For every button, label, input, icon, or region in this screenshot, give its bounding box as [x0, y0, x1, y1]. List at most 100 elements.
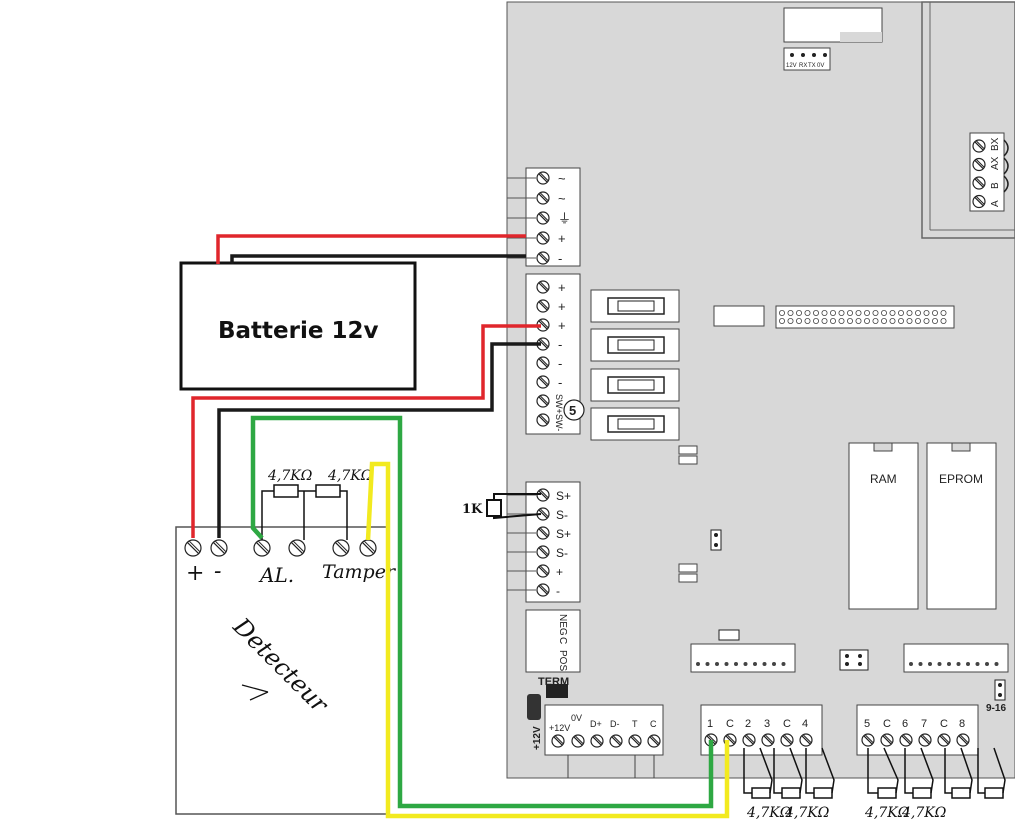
bus-terminal-screw-5: [628, 734, 642, 748]
enclosure-section: [921, 1, 1015, 239]
keypad-connector-1: [690, 643, 796, 673]
bus-terminal-screw-4: [609, 734, 623, 748]
aux-terminal-screw-6: [536, 375, 550, 389]
zones-b-screw-1: [861, 733, 875, 747]
serial-header-label-tx: TX: [808, 63, 816, 69]
siren-terminal-label-2: S-: [556, 508, 568, 522]
jumper-9-16-label: 9-16: [986, 703, 1006, 714]
detector-terminal-screw-4: [288, 539, 306, 557]
siren-terminal-screw-6: [536, 583, 550, 597]
zones-b-screw-5: [937, 733, 951, 747]
zones-b-screw-6: [956, 733, 970, 747]
detector-label-minus: -: [214, 559, 221, 584]
battery-label: Batterie 12v: [218, 318, 378, 344]
power-terminal-screw-4: [536, 231, 550, 245]
keypad-connector-2: [903, 643, 1009, 673]
serial-header-pins: [790, 53, 827, 57]
power-terminal-block: [525, 167, 581, 267]
zones-a-terminal-block: [700, 704, 823, 756]
bus-label-plus12v-vertical: +12V: [532, 726, 543, 750]
zones-b-label-6: 8: [959, 718, 965, 730]
siren-terminal-label-4: S-: [556, 546, 568, 560]
abx-terminal-screw-1: [972, 139, 986, 153]
red-wire-detector: [191, 324, 541, 538]
zones-a-label-5: C: [783, 718, 791, 730]
zones-a-screw-3: [742, 733, 756, 747]
pin-header-40: [775, 305, 955, 329]
bus-label-dplus: D+: [590, 719, 602, 729]
power-terminal-label-2: ~: [558, 191, 566, 206]
zones-b-label-3: 6: [902, 718, 908, 730]
aux-terminal-screw-2: [536, 299, 550, 313]
bus-label-dminus: D-: [610, 719, 620, 729]
bus-terminal-screw-2: [571, 734, 585, 748]
power-terminal-label-1: ~: [558, 171, 566, 186]
eprom-chip: [926, 442, 997, 610]
plus12v-tab: [527, 694, 541, 720]
zone-resistor-label-2: 4,7KΩ: [784, 805, 830, 819]
zone-resistor-4: [867, 747, 899, 799]
zones-a-label-3: 2: [745, 718, 751, 730]
zones-b-screw-2: [880, 733, 894, 747]
zones-b-label-4: 7: [921, 718, 927, 730]
fuse-holder-4: [590, 407, 680, 441]
ram-chip: [848, 442, 919, 610]
aux-terminal-screw-7: [536, 394, 550, 408]
aux-terminal-screw-5: [536, 356, 550, 370]
small-chip-1: [678, 445, 698, 455]
power-terminal-screw-2: [536, 191, 550, 205]
eprom-label: EPROM: [939, 472, 983, 486]
small-chip-2: [678, 563, 698, 573]
zone-resistor-3: [805, 747, 835, 799]
aux-terminal-screw-3: [536, 318, 550, 332]
aux-terminal-screw-1: [536, 280, 550, 294]
aux-terminal-label-6: -: [558, 375, 562, 390]
aux-terminal-label-2: +: [558, 299, 566, 314]
serial-header-label-rx: RX: [799, 63, 807, 69]
abx-terminal-screw-4: [972, 194, 986, 209]
bus-terminal-block: [544, 704, 664, 756]
resistor-1k-label: 1K: [462, 502, 483, 517]
bus-label-c: C: [650, 719, 657, 729]
zone-resistor-6: [944, 747, 973, 799]
zones-b-label-2: C: [883, 718, 891, 730]
zones-a-label-1: 1: [707, 718, 713, 730]
zones-a-screw-6: [799, 733, 813, 747]
abx-terminal-screw-3: [972, 176, 986, 190]
power-terminal-label-4: +: [558, 231, 566, 246]
aux-terminal-label-4: -: [558, 337, 562, 352]
bus-terminal-screw-1: [551, 734, 565, 748]
zones-b-screw-4: [918, 733, 932, 747]
aux-terminal-screw-4: [536, 337, 550, 351]
pos-label: POS: [557, 650, 568, 671]
detector-terminal-screw-5: [332, 539, 350, 557]
black-wire-battery: [230, 254, 526, 264]
jumper-2: [839, 649, 869, 671]
bus-label-t: T: [632, 719, 638, 729]
abx-terminal-screw-2: [972, 157, 986, 172]
abx-label-ax: AX: [990, 156, 1001, 170]
zones-b-terminal-block: [856, 704, 979, 756]
aux-terminal-screw-8: [536, 413, 550, 427]
zone-resistor-label-1: 4,7KΩ: [746, 805, 792, 819]
term-label: TERM: [538, 676, 569, 688]
battery: [179, 261, 417, 391]
black-wire-detector: [217, 342, 541, 538]
zone-resistor-1: [743, 747, 773, 799]
green-wire-zone: [250, 415, 714, 809]
detector-label-tamper: Tamper: [322, 561, 397, 583]
detector-terminal-screw-6: [359, 539, 377, 557]
aux-badge: [563, 399, 585, 421]
serial-header-label-12v: 12V: [786, 63, 797, 69]
siren-terminal-label-6: -: [556, 584, 560, 598]
abx-label-a: A: [990, 200, 1001, 207]
ram-label: RAM: [870, 472, 897, 486]
siren-terminal-screw-5: [536, 564, 550, 578]
detector-resistor-a: [273, 484, 299, 498]
red-wire-battery: [216, 234, 526, 264]
serial-header: [783, 47, 831, 71]
zone-resistor-7: [977, 747, 1006, 799]
zones-b-label-1: 5: [864, 718, 870, 730]
